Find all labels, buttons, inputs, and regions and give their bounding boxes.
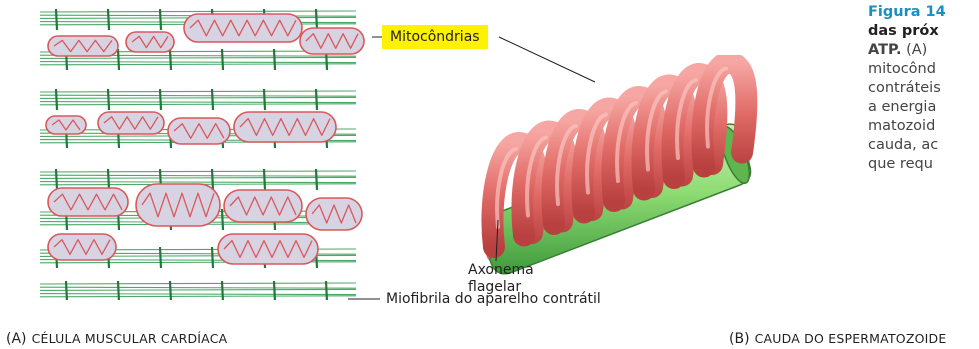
panel-b-title: (B) CAUDA DO ESPERMATOZOIDE [729, 328, 946, 347]
caption-line-2: contráteis [868, 79, 979, 98]
axoneme-leader [496, 220, 498, 261]
figure-caption: Figura 14 das próx ATP. (A) mitocônd con… [868, 3, 979, 174]
panel-a-title: (A) CÉLULA MUSCULAR CARDÍACA [6, 328, 227, 347]
panel-a-name: CÉLULA MUSCULAR CARDÍACA [32, 331, 228, 346]
mitochondria-label: Mitocôndrias [382, 25, 488, 49]
figure-number: Figura 14 [868, 3, 979, 22]
caption-panel-ref: (A) [906, 42, 927, 58]
caption-line-3: a energia [868, 98, 979, 117]
caption-bold-line-2: ATP. [868, 42, 901, 58]
mitochondria-leader-right [499, 37, 595, 82]
caption-line-4: matozoid [868, 117, 979, 136]
caption-line-6: que requ [868, 155, 979, 174]
caption-bold-line-1: das próx [868, 22, 979, 41]
axoneme-label-line1: Axonema [468, 262, 534, 279]
panel-b-letter: (B) [729, 331, 750, 347]
caption-line-1: mitocônd [868, 60, 979, 79]
caption-line-ref: ATP. (A) [868, 41, 979, 60]
panel-b-name: CAUDA DO ESPERMATOZOIDE [755, 331, 947, 346]
myofibril-label: Miofibrila do aparelho contrátil [386, 291, 601, 308]
caption-line-5: cauda, ac [868, 136, 979, 155]
panel-a-letter: (A) [6, 331, 27, 347]
